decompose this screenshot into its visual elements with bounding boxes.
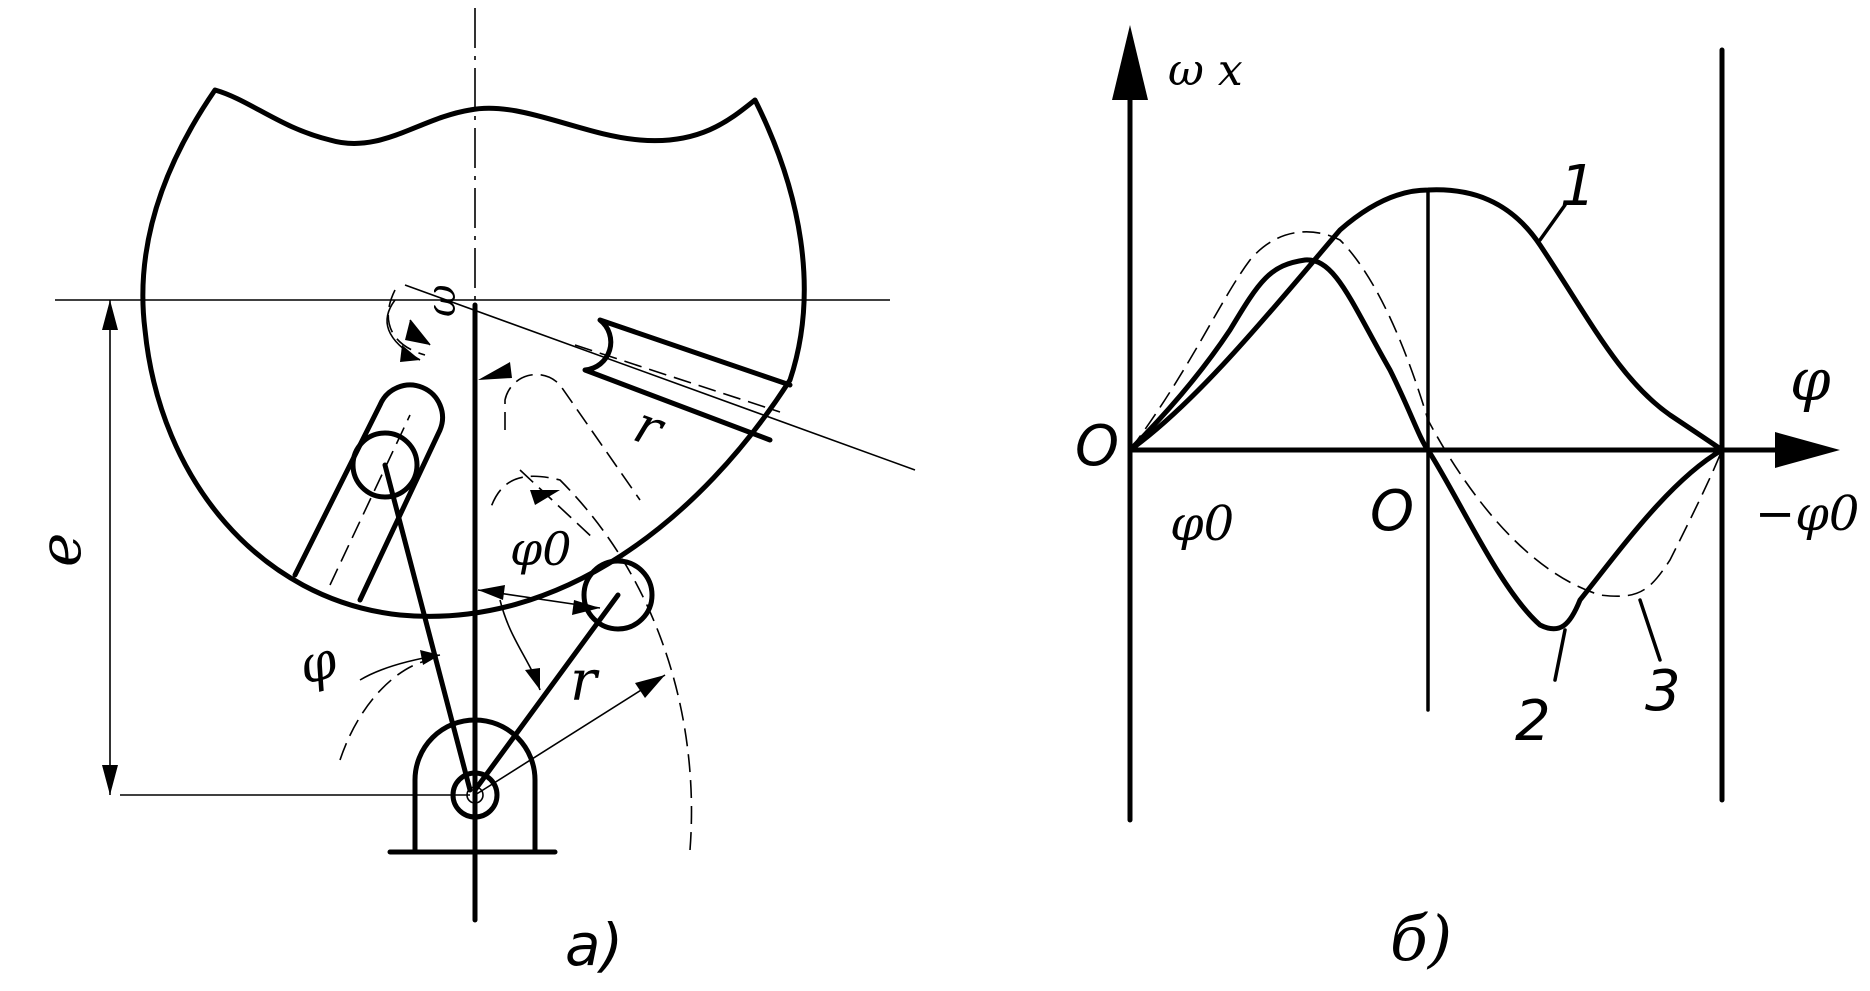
y-axis-arrow <box>1112 25 1148 100</box>
label-curve-3: 3 <box>1645 659 1681 724</box>
curve-2 <box>1127 257 1725 632</box>
label-phi0-a: φ0 <box>510 522 571 576</box>
label-tick-right: −φ0 <box>1755 486 1859 542</box>
left-slot <box>292 382 445 603</box>
crank-link-right <box>472 592 621 793</box>
right-slot <box>574 317 793 443</box>
crank-radius-arrow <box>635 675 665 698</box>
small-arc-center <box>387 289 426 356</box>
label-e: e <box>26 533 94 567</box>
caption-b: б) <box>1390 902 1452 975</box>
crank-link-left <box>382 462 473 793</box>
leader-curve-2 <box>1553 628 1567 682</box>
inclined-centerline <box>404 284 916 471</box>
dimension-e <box>102 300 470 796</box>
ghost-slot <box>504 373 641 541</box>
curve-1 <box>1127 187 1725 453</box>
curve-3 <box>1129 231 1723 597</box>
label-origin-left: O <box>1075 414 1119 479</box>
leader-curve-1 <box>1538 203 1567 242</box>
panel-a-mechanism: ω r φ0 φ r e а) <box>26 8 916 979</box>
left-roller <box>350 430 420 500</box>
label-r-slot: r <box>626 395 673 461</box>
label-r-crank: r <box>570 649 600 714</box>
right-roller <box>581 558 655 632</box>
label-x-axis: φ <box>1790 346 1831 414</box>
disk-outline <box>140 87 807 619</box>
small-arc-left <box>339 659 431 761</box>
label-phi-a: φ <box>292 630 343 698</box>
x-axis-arrow <box>1775 432 1840 468</box>
crank-circle-arc <box>489 475 693 851</box>
label-tick-left: φ0 <box>1170 496 1234 552</box>
caption-a: а) <box>565 911 623 979</box>
label-curve-1: 1 <box>1560 154 1596 219</box>
label-curve-2: 2 <box>1515 689 1551 754</box>
label-origin-center: O <box>1370 479 1414 544</box>
crank-radius-line <box>474 674 666 796</box>
label-y-axis: ω x <box>1168 45 1243 96</box>
label-omega-a: ω <box>419 284 465 317</box>
panel-b-graph: ω x φ O O φ0 −φ0 1 2 3 б) <box>1075 25 1859 975</box>
leader-curve-3 <box>1638 598 1662 662</box>
